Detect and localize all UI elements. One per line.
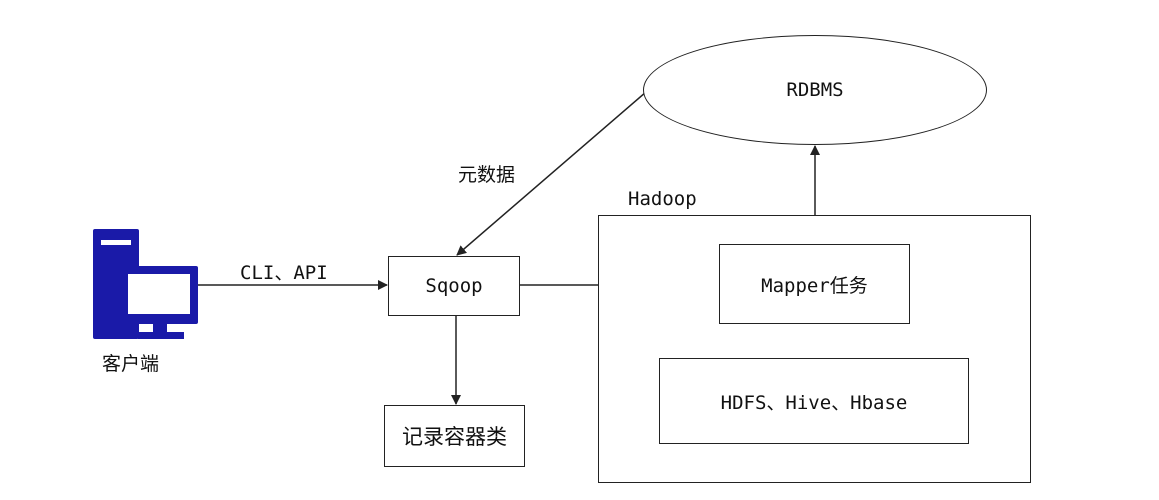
storage-node: HDFS、Hive、Hbase (659, 358, 969, 444)
mapper-node: Mapper任务 (719, 244, 910, 324)
rdbms-node: RDBMS (643, 35, 987, 145)
sqoop-label: Sqoop (425, 275, 483, 297)
computer-terminal-icon (93, 229, 198, 339)
mapper-label: Mapper任务 (761, 274, 868, 297)
record-container-node: 记录容器类 (384, 405, 525, 467)
rdbms-label: RDBMS (786, 79, 844, 101)
edge-rdbms-to-sqoop (456, 91, 647, 256)
client-label: 客户端 (102, 353, 160, 375)
record-container-label: 记录容器类 (402, 425, 507, 449)
hadoop-label: Hadoop (628, 188, 697, 210)
metadata-edge-label: 元数据 (458, 164, 516, 186)
client-edge-label: CLI、API (240, 262, 328, 284)
storage-label: HDFS、Hive、Hbase (720, 391, 908, 414)
sqoop-node: Sqoop (388, 256, 520, 316)
